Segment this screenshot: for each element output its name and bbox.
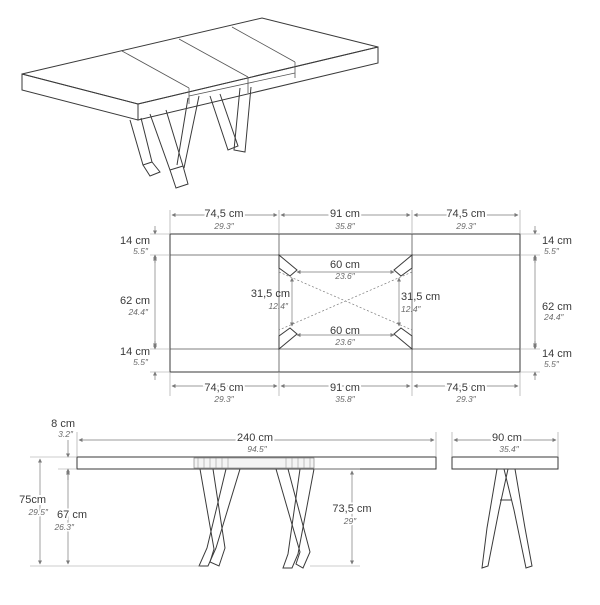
front-clearance-cm: 67 cm <box>57 509 87 521</box>
left-depth-3-in: 5.5″ <box>133 357 149 367</box>
base-right-cm: 31,5 cm <box>401 291 440 303</box>
top-seg-2-cm: 91 cm <box>330 208 360 220</box>
base-footprint <box>278 253 413 351</box>
left-depth-1-in: 5.5″ <box>133 246 149 256</box>
left-depth-2-in: 24.4″ <box>127 307 149 317</box>
left-depth-2-cm: 62 cm <box>120 295 150 307</box>
extension-mechanism <box>193 457 315 469</box>
base-right-in: 12.4″ <box>401 304 422 314</box>
top-seg-1-cm: 74,5 cm <box>204 208 243 220</box>
right-depth-1-cm: 14 cm <box>542 235 572 247</box>
front-clearance-in: 26.3″ <box>53 522 75 532</box>
top-seg-1-in: 29.3″ <box>213 221 235 231</box>
front-length-cm: 240 cm <box>237 432 273 444</box>
perspective-legs <box>129 86 252 189</box>
bottom-seg-1-cm: 74,5 cm <box>204 382 243 394</box>
side-tabletop <box>451 456 559 470</box>
right-depth-1-in: 5.5″ <box>544 246 560 256</box>
side-view: 90 cm 35.4″ <box>451 430 559 569</box>
front-height-in: 29.5″ <box>27 507 49 517</box>
left-depth-3-cm: 14 cm <box>120 346 150 358</box>
right-depth-dims: 14 cm 5.5″ 62 cm 24.4″ 14 cm 5.5″ <box>520 226 572 380</box>
extended-table-top <box>21 17 379 121</box>
tabletop-outline <box>169 233 521 373</box>
base-dims: 60 cm 23.6″ 60 cm 23.6″ 31,5 cm 12.4″ 31… <box>251 259 440 347</box>
front-height-cm: 75cm <box>19 494 46 506</box>
front-view: 240 cm 94.5″ 8 cm 3.2″ 75cm 29.5″ 67 cm … <box>17 418 437 569</box>
bottom-width-dims: 74,5 cm 29.3″ 91 cm 35.8″ 74,5 cm 29.3″ <box>169 372 521 404</box>
side-width-in: 35.4″ <box>499 444 520 454</box>
bottom-seg-1-in: 29.3″ <box>213 394 235 404</box>
side-width-cm: 90 cm <box>492 432 522 444</box>
base-left-cm: 31,5 cm <box>251 288 290 300</box>
left-depth-dims: 14 cm 5.5″ 62 cm 24.4″ 14 cm 5.5″ <box>120 226 170 380</box>
right-depth-3-cm: 14 cm <box>542 348 572 360</box>
top-seg-2-in: 35.8″ <box>335 221 356 231</box>
front-leg-cm: 73,5 cm <box>332 503 371 515</box>
front-thickness-cm: 8 cm <box>51 418 75 430</box>
perspective-view <box>21 17 379 189</box>
base-bottom-in: 23.6″ <box>334 337 356 347</box>
front-legs <box>198 468 315 569</box>
bottom-seg-3-cm: 74,5 cm <box>446 382 485 394</box>
front-tabletop <box>76 456 437 470</box>
front-length-in: 94.5″ <box>247 444 268 454</box>
right-depth-2-cm: 62 cm <box>542 301 572 313</box>
top-view: 74,5 cm 29.3″ 91 cm 35.8″ 74,5 cm 29.3″ … <box>120 206 572 404</box>
top-seg-3-cm: 74,5 cm <box>446 208 485 220</box>
front-thickness-in: 3.2″ <box>58 429 74 439</box>
side-legs <box>481 468 533 569</box>
bottom-seg-2-cm: 91 cm <box>330 382 360 394</box>
top-width-dims: 74,5 cm 29.3″ 91 cm 35.8″ 74,5 cm 29.3″ <box>169 206 521 234</box>
base-top-cm: 60 cm <box>330 259 360 271</box>
left-depth-1-cm: 14 cm <box>120 235 150 247</box>
base-left-in: 12.4″ <box>268 301 289 311</box>
top-seg-3-in: 29.3″ <box>455 221 477 231</box>
front-leg-in: 29″ <box>343 516 357 526</box>
right-depth-2-in: 24.4″ <box>543 312 565 322</box>
right-depth-3-in: 5.5″ <box>544 359 560 369</box>
base-top-in: 23.6″ <box>334 271 356 281</box>
bottom-seg-2-in: 35.8″ <box>335 394 356 404</box>
base-bottom-cm: 60 cm <box>330 325 360 337</box>
bottom-seg-3-in: 29.3″ <box>455 394 477 404</box>
